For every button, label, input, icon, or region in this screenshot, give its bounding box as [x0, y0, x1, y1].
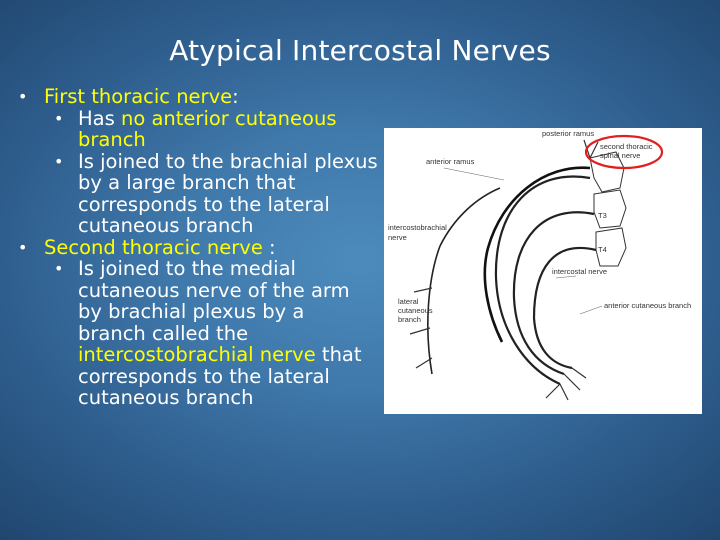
label-second-thoracic-1: second thoracic [600, 142, 653, 151]
sub-bullet-highlight: intercostobrachial nerve [78, 343, 316, 366]
rib-arc [494, 175, 591, 386]
sub-bullet-highlight: no anterior cutaneous branch [78, 106, 337, 151]
nerve-trunk [483, 166, 591, 343]
bullet-first-thoracic: • First thoracic nerve: [18, 86, 378, 108]
label-t4: T4 [598, 245, 607, 254]
label-lateral-2: cutaneous [398, 306, 433, 315]
label-lateral-3: branch [398, 315, 421, 324]
sub-bullet-text: Is joined to the medial cutaneous nerve … [78, 257, 350, 345]
label-second-thoracic-2: spinal nerve [600, 151, 640, 160]
label-t3: T3 [598, 211, 607, 220]
cutaneous-branches [409, 287, 433, 369]
sub-bullet: • Is joined to the brachial plexus by a … [18, 149, 378, 237]
bullet-suffix: : [232, 85, 239, 108]
label-lateral-1: lateral [398, 297, 419, 306]
sub-bullet-text: Is joined to the brachial plexus by a la… [78, 149, 378, 237]
anterior-branches [545, 367, 587, 401]
sub-bullet: • Is joined to the medial cutaneous nerv… [18, 258, 378, 409]
nerve-diagram: posterior ramus second thoracic spinal n… [384, 128, 702, 414]
bullet-icon: • [18, 87, 28, 106]
label-anterior-cutaneous: anterior cutaneous branch [604, 301, 691, 310]
vertebra-shape [593, 189, 627, 229]
bullet-highlight: Second thoracic nerve [44, 235, 263, 259]
bullet-icon: • [18, 237, 28, 257]
bullet-icon: • [54, 259, 64, 278]
vertebra-shape [589, 151, 625, 193]
bullet-highlight: First thoracic nerve [44, 85, 233, 108]
highlight-circle [584, 134, 664, 170]
bullet-list: • First thoracic nerve: • Has no anterio… [18, 86, 378, 409]
leader-line [555, 275, 577, 279]
bullet-second-thoracic: • Second thoracic nerve : [18, 235, 378, 259]
leader-line [579, 305, 603, 315]
nerve-diagram-svg: posterior ramus second thoracic spinal n… [388, 129, 691, 401]
sub-bullet-text: Has [78, 106, 121, 130]
label-posterior-ramus: posterior ramus [542, 129, 594, 138]
label-intercostal-nerve: intercostal nerve [552, 267, 607, 276]
label-intercostobrachial-1: intercostobrachial [388, 223, 447, 232]
slide-title: Atypical Intercostal Nerves [169, 34, 551, 67]
sub-bullet-text: that corresponds to the lateral cutaneou… [78, 343, 362, 409]
bullet-icon: • [54, 108, 64, 128]
bullet-suffix: : [262, 235, 276, 259]
rib-arc [532, 246, 597, 370]
leader-line [443, 167, 505, 181]
label-intercostobrachial-2: nerve [388, 233, 407, 242]
sub-bullet: • Has no anterior cutaneous branch [18, 106, 378, 151]
label-anterior-ramus: anterior ramus [426, 157, 475, 166]
intercostobrachial-branch [427, 187, 501, 375]
bullet-icon: • [54, 151, 64, 171]
rib-arc [512, 211, 595, 376]
